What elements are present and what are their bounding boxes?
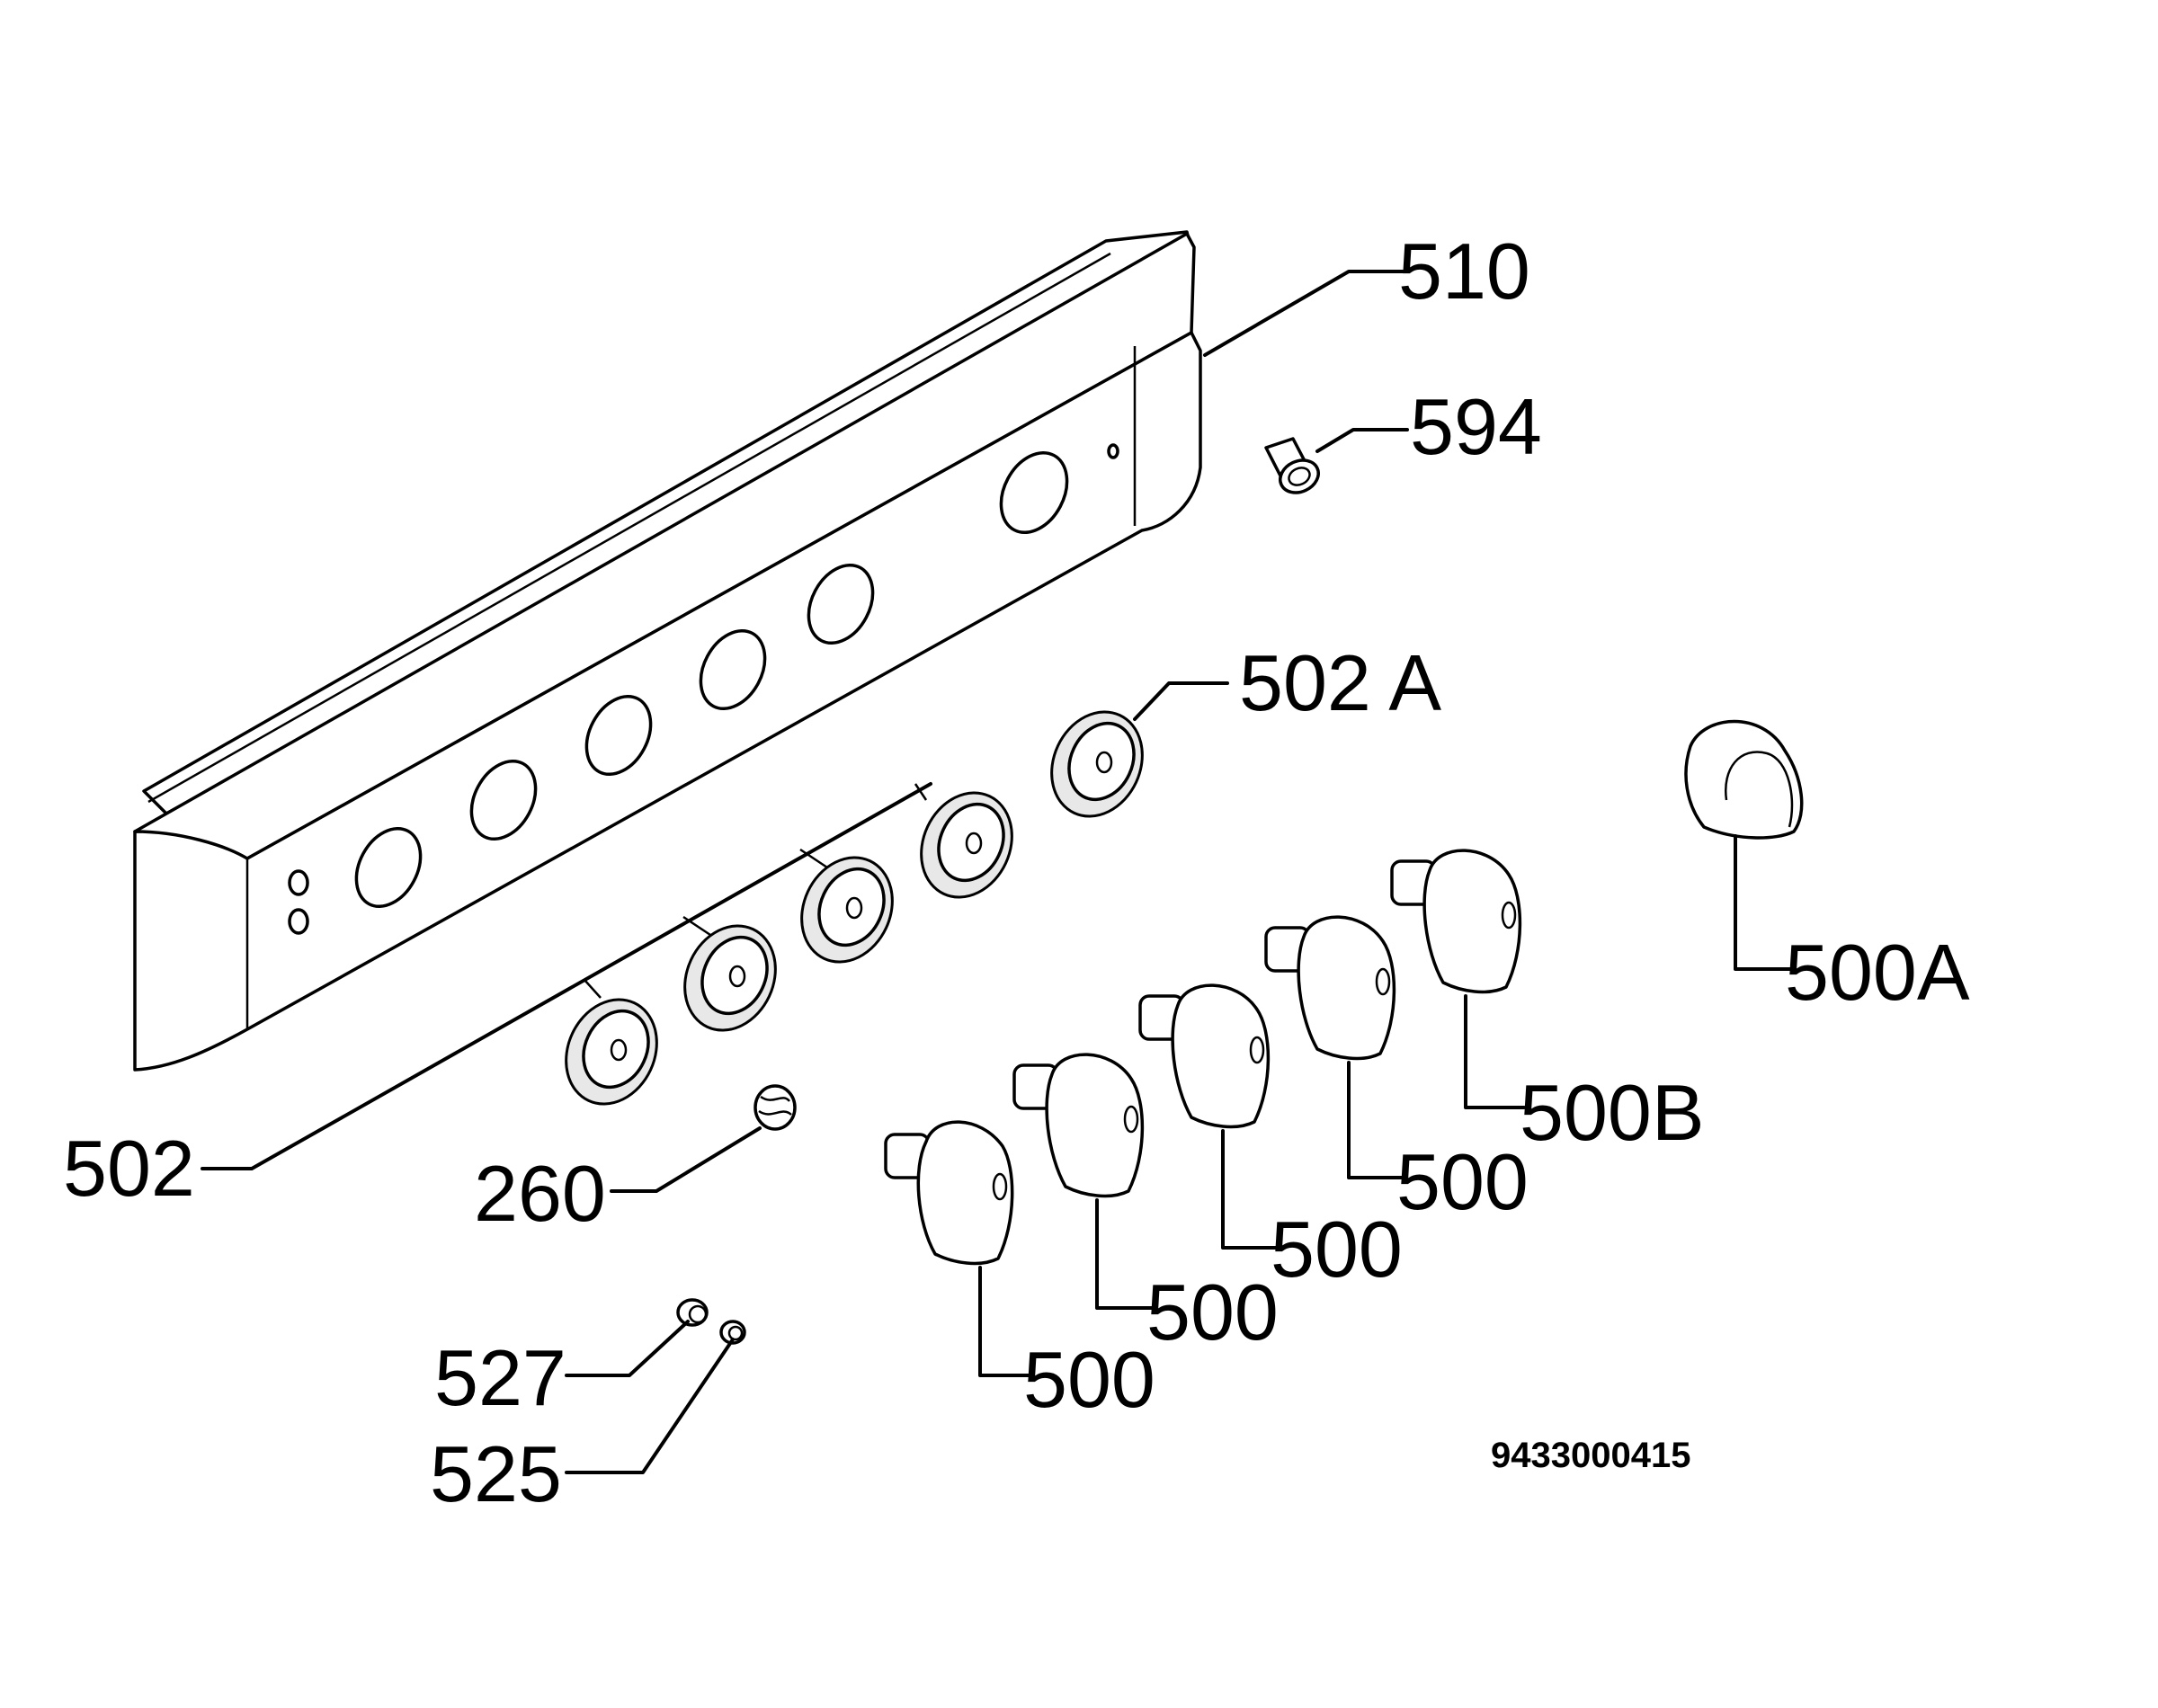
- spring-260: [754, 1084, 797, 1131]
- bezel-ring: [565, 998, 658, 1106]
- label-525: 525: [430, 1429, 562, 1518]
- label-500-3: 500: [1271, 1205, 1403, 1294]
- label-500a: 500A: [1785, 928, 1970, 1017]
- label-502a: 502 A: [1239, 638, 1441, 727]
- bezel-rings-502: [565, 710, 1144, 1106]
- label-260: 260: [474, 1149, 606, 1238]
- label-500-2: 500: [1146, 1268, 1279, 1357]
- label-594: 594: [1410, 382, 1542, 471]
- lamp-594: [1264, 437, 1320, 494]
- label-500-4: 500: [1396, 1137, 1529, 1226]
- drawing-number: 9433000415: [1491, 1436, 1690, 1475]
- label-502: 502: [63, 1124, 195, 1213]
- knob-1: [884, 1120, 1014, 1266]
- label-500-1: 500: [1023, 1335, 1155, 1424]
- bezel-ring: [683, 924, 777, 1032]
- part-labels: 510 594 502 A 502 260 500A 500B 500 500 …: [63, 227, 1970, 1518]
- knob-500a: [1684, 719, 1804, 840]
- indicator-lamps: [676, 1298, 746, 1345]
- knob-500b: [1390, 849, 1522, 994]
- leader-lines: [201, 270, 1796, 1474]
- knob-2: [1012, 1053, 1145, 1198]
- label-510: 510: [1398, 227, 1530, 316]
- bezel-ring: [920, 791, 1013, 899]
- label-527: 527: [434, 1333, 566, 1422]
- knob-4: [1264, 915, 1396, 1061]
- control-knobs-500: [884, 719, 1804, 1266]
- label-500b: 500B: [1520, 1068, 1705, 1157]
- control-panel-510: [133, 230, 1202, 1072]
- bezel-ring: [800, 856, 894, 964]
- knob-3: [1138, 983, 1271, 1129]
- bezel-ring-special: [1050, 710, 1144, 818]
